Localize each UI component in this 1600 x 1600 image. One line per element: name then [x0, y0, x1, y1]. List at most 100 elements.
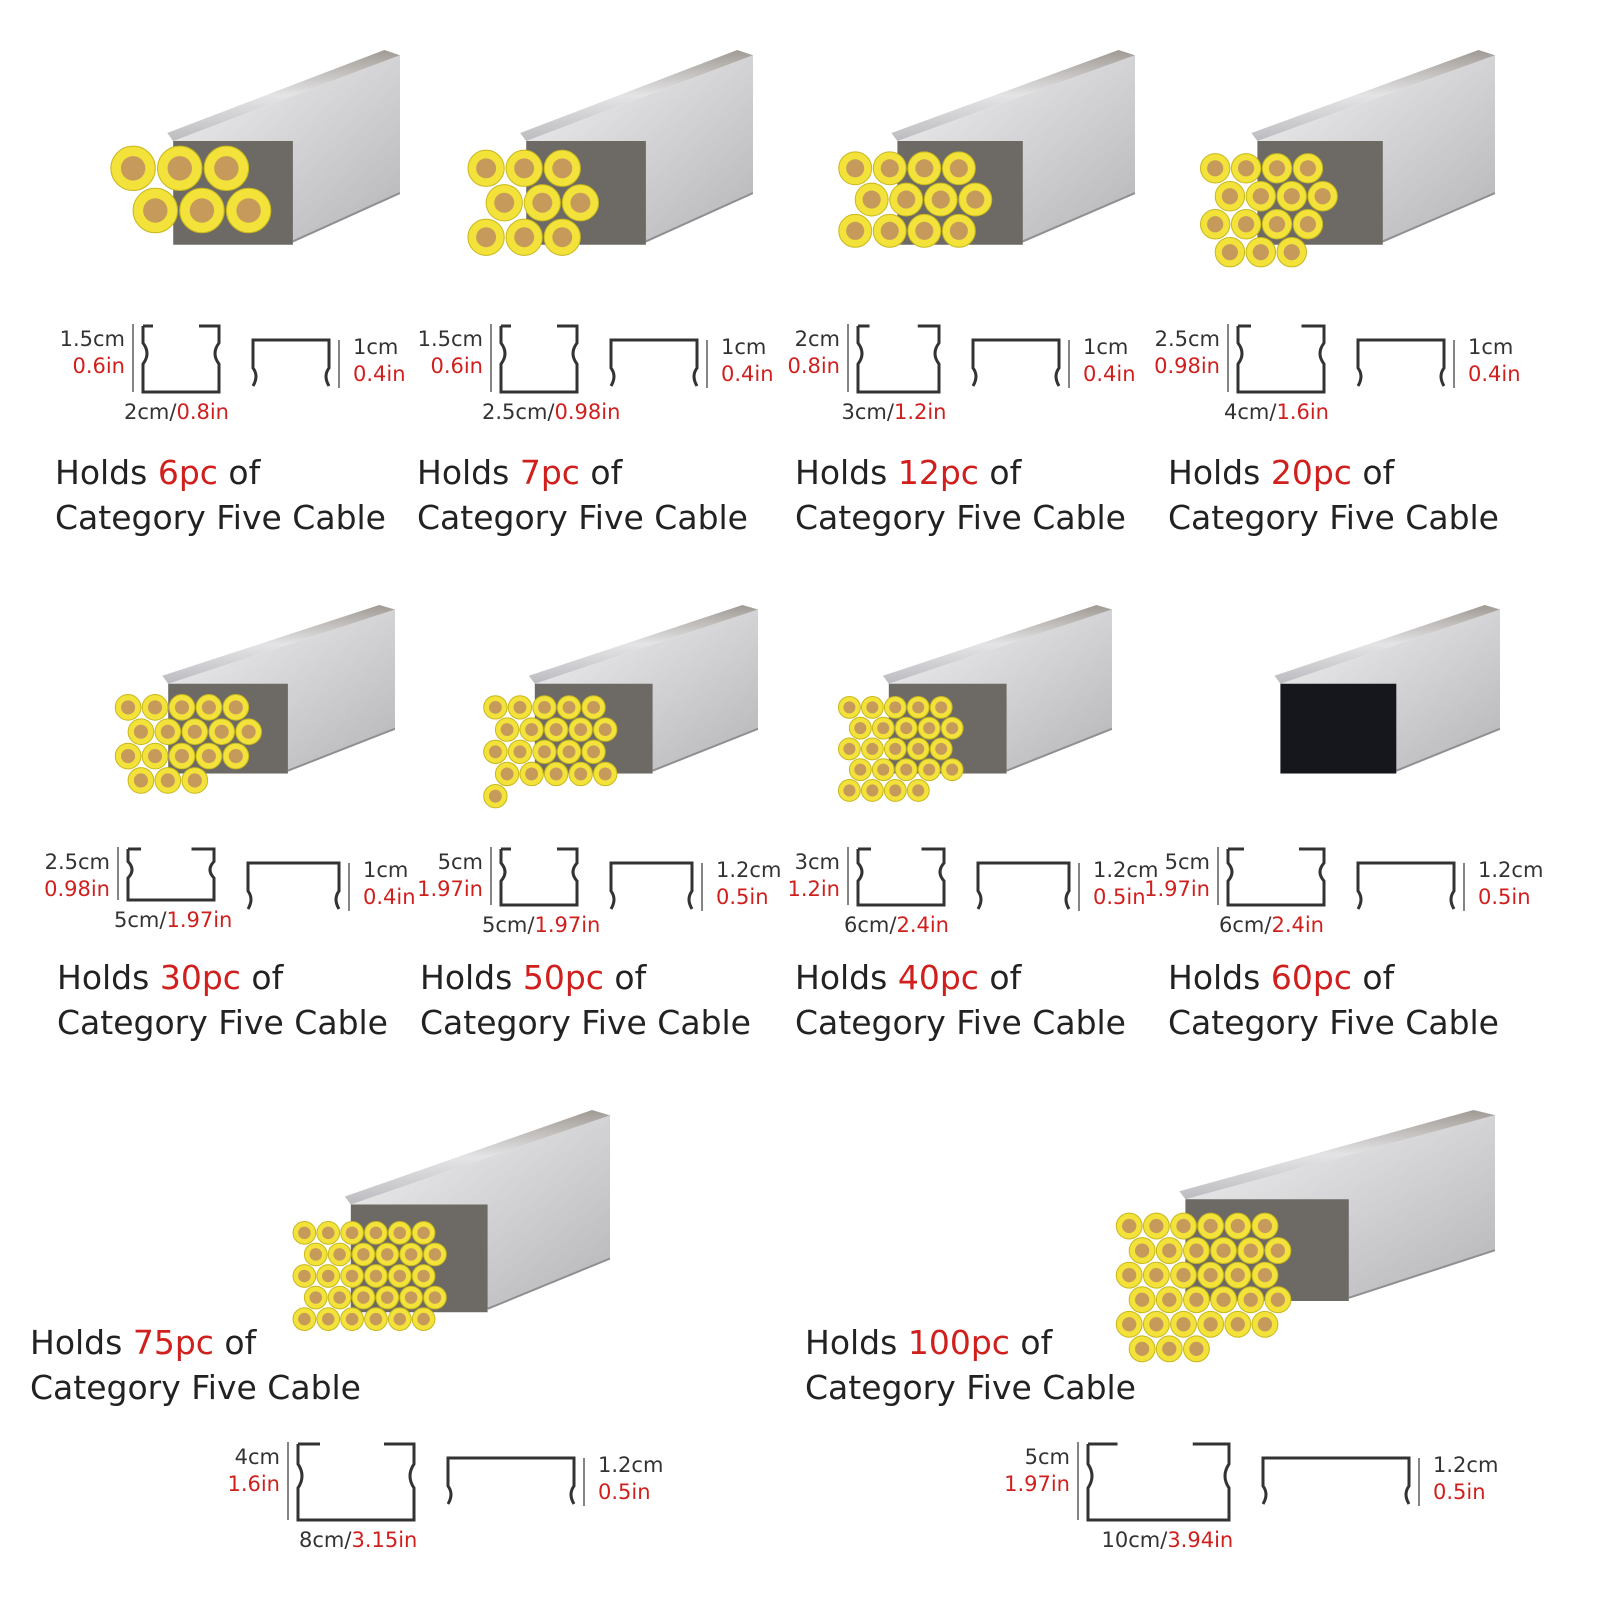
height-in: 0.98in — [1154, 354, 1220, 378]
cover-height-label: 1.2cm 0.5in — [1433, 1452, 1498, 1506]
width-cm: 6cm/ — [844, 913, 897, 937]
height-in: 1.97in — [1144, 877, 1210, 901]
height-cm: 4cm — [234, 1445, 280, 1469]
duct-photo — [1065, 1110, 1495, 1365]
height-in: 0.8in — [787, 354, 840, 378]
caption-line-2: Category Five Cable — [805, 1368, 1136, 1407]
width-cm: 3cm/ — [841, 400, 894, 424]
duct-photo — [85, 50, 400, 310]
width-in: 1.6in — [1276, 400, 1329, 424]
caption-prefix: Holds — [30, 1323, 123, 1362]
height-label: 3cm 1.2in — [770, 849, 840, 903]
width-in: 2.4in — [896, 913, 949, 937]
duct-illustration — [838, 50, 1135, 248]
width-in: 3.15in — [351, 1528, 418, 1552]
width-in: 1.97in — [534, 913, 601, 937]
caption-suffix: of — [224, 1323, 257, 1362]
cable-count: 6pc — [157, 453, 218, 492]
cable-count: 60pc — [1270, 958, 1352, 997]
height-in: 1.2in — [787, 877, 840, 901]
width-cm: 2.5cm/ — [482, 400, 555, 424]
cover-in: 0.5in — [716, 885, 769, 909]
cover-cm: 1.2cm — [1478, 858, 1544, 882]
caption-prefix: Holds — [55, 453, 148, 492]
cover-height-label: 1.2cm 0.5in — [716, 857, 781, 911]
caption-line-1: Holds 30pc of — [57, 955, 388, 1000]
caption-line-1: Holds 100pc of — [805, 1320, 1136, 1365]
duct-illustration — [837, 605, 1112, 802]
width-label: 10cm/3.94in — [1102, 1528, 1234, 1552]
cover-in: 0.5in — [1433, 1480, 1486, 1504]
width-label: 3cm/1.2in — [842, 400, 947, 424]
caption-line-2: Category Five Cable — [1168, 498, 1499, 537]
base-profile-icon — [287, 1442, 416, 1522]
duct-photo — [1165, 50, 1495, 310]
caption-prefix: Holds — [805, 1323, 898, 1362]
width-label: 2.5cm/0.98in — [482, 400, 620, 424]
caption-line-2: Category Five Cable — [55, 498, 386, 537]
cover-in: 0.5in — [1478, 885, 1531, 909]
cover-cm: 1.2cm — [716, 858, 782, 882]
duct-illustration — [1115, 1110, 1495, 1363]
cover-profile-icon — [971, 338, 1070, 388]
base-profile-icon — [1227, 324, 1326, 394]
width-label: 5cm/1.97in — [482, 913, 600, 937]
cable-count: 7pc — [519, 453, 580, 492]
caption-prefix: Holds — [795, 453, 888, 492]
duct-photo — [802, 605, 1112, 830]
cable-count: 75pc — [132, 1323, 214, 1362]
duct-photo — [448, 605, 758, 830]
cover-profile-icon — [609, 338, 708, 388]
caption-line-1: Holds 50pc of — [420, 955, 751, 1000]
base-profile-icon — [847, 847, 946, 907]
width-in: 1.2in — [893, 400, 947, 424]
height-cm: 1.5cm — [59, 327, 125, 351]
caption-line-2: Category Five Cable — [795, 498, 1126, 537]
height-cm: 2.5cm — [44, 850, 110, 874]
cable-count: 50pc — [522, 958, 604, 997]
caption-line-2: Category Five Cable — [1168, 1003, 1499, 1042]
width-in: 1.97in — [166, 908, 233, 932]
cable-count: 100pc — [907, 1323, 1010, 1362]
duct-illustration — [1199, 50, 1495, 268]
duct-photo — [250, 1110, 610, 1380]
cover-profile-icon — [609, 861, 703, 911]
caption-prefix: Holds — [420, 958, 513, 997]
width-in: 3.94in — [1167, 1528, 1234, 1552]
height-cm: 5cm — [1024, 1445, 1070, 1469]
cable-count: 20pc — [1270, 453, 1352, 492]
caption-suffix: of — [614, 958, 647, 997]
cover-in: 0.5in — [1093, 885, 1146, 909]
cover-cm: 1.2cm — [1433, 1453, 1499, 1477]
cover-profile-icon — [976, 861, 1080, 911]
width-label: 6cm/2.4in — [1219, 913, 1324, 937]
caption-line-2: Category Five Cable — [420, 1003, 751, 1042]
caption-prefix: Holds — [795, 958, 888, 997]
caption-line-1: Holds 40pc of — [795, 955, 1126, 1000]
cover-in: 0.4in — [1083, 362, 1136, 386]
height-cm: 3cm — [794, 850, 840, 874]
cover-in: 0.5in — [598, 1480, 651, 1504]
base-profile-icon — [847, 324, 941, 394]
cover-cm: 1cm — [1468, 335, 1514, 359]
width-in: 2.4in — [1271, 913, 1324, 937]
duct-photo — [438, 50, 753, 310]
width-cm: 5cm/ — [114, 908, 167, 932]
width-cm: 4cm/ — [1224, 400, 1277, 424]
caption-line-1: Holds 6pc of — [55, 450, 386, 495]
width-cm: 2cm/ — [124, 400, 177, 424]
height-in: 0.98in — [44, 877, 110, 901]
height-in: 0.6in — [430, 354, 483, 378]
width-label: 2cm/0.8in — [124, 400, 229, 424]
